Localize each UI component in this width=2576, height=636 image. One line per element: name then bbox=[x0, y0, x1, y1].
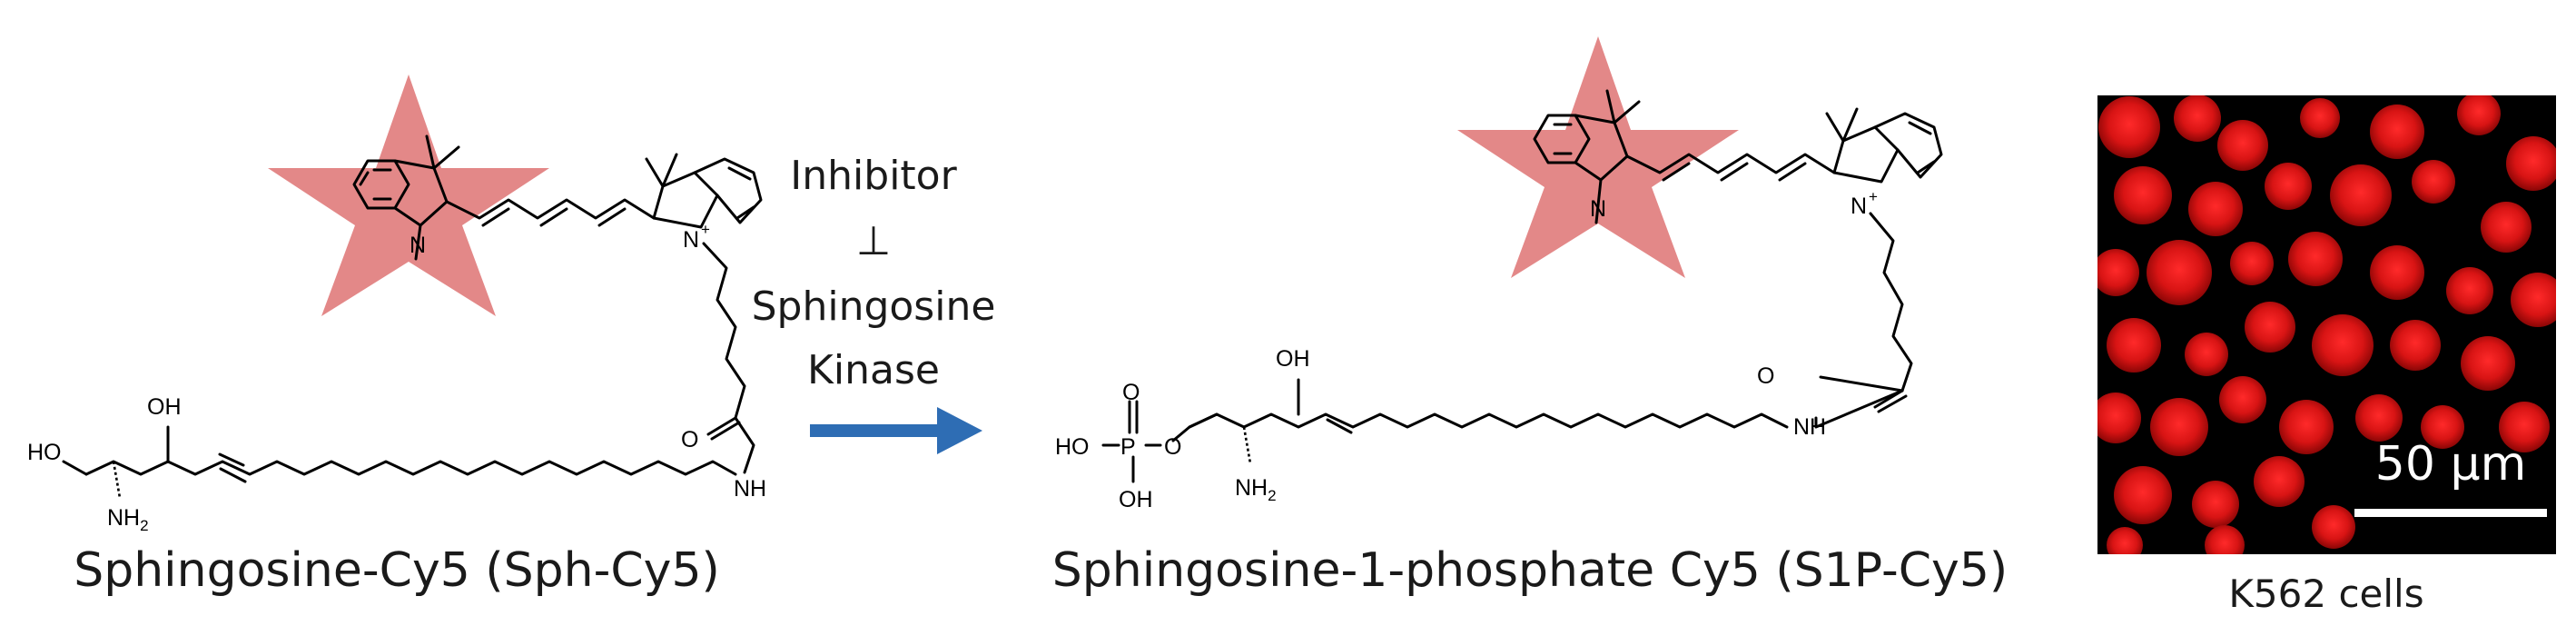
cell-28 bbox=[2150, 398, 2208, 456]
inhibition-symbol: ⊥ bbox=[856, 218, 891, 264]
atom-oh-left: OH bbox=[147, 394, 182, 420]
atom-n-left: N bbox=[410, 233, 426, 258]
cell-18 bbox=[2370, 245, 2424, 300]
caption-k562-cells: K562 cells bbox=[2228, 571, 2423, 616]
atom-o-phosphoryl: O bbox=[1122, 380, 1140, 405]
cell-layer bbox=[2097, 95, 2556, 554]
atom-nh2-left: NH2 bbox=[107, 505, 149, 534]
atom-o-left: O bbox=[681, 427, 698, 452]
atom-nh-left: NH bbox=[734, 476, 766, 502]
cell-29 bbox=[2219, 376, 2266, 423]
cell-14 bbox=[2097, 249, 2139, 296]
reaction-arrow-head bbox=[937, 407, 982, 454]
reaction-conditions: Inhibitor ⊥ Sphingosine Kinase bbox=[752, 153, 996, 454]
atom-ho-left: HO bbox=[27, 440, 62, 465]
cell-19 bbox=[2446, 267, 2493, 314]
pentyl-linker-middle bbox=[1869, 212, 1913, 393]
atom-oh-middle: OH bbox=[1276, 346, 1310, 372]
cell-36 bbox=[2254, 456, 2305, 507]
cell-38 bbox=[2205, 525, 2245, 554]
polymethine-chain-middle bbox=[1625, 153, 1836, 182]
cell-11 bbox=[2330, 164, 2392, 226]
atom-ho-p: HO bbox=[1055, 434, 1090, 460]
cell-1 bbox=[2098, 96, 2160, 158]
cell-37 bbox=[2312, 505, 2355, 549]
cell-25 bbox=[2390, 320, 2441, 371]
cell-30 bbox=[2279, 400, 2334, 454]
cell-12 bbox=[2412, 160, 2455, 204]
atom-o-ester: O bbox=[1164, 434, 1181, 460]
cell-35 bbox=[2192, 481, 2239, 528]
charge-plus-left: + bbox=[701, 221, 710, 238]
reaction-line-sphingosine: Sphingosine bbox=[752, 283, 996, 330]
atom-nh-middle: NH bbox=[1793, 414, 1826, 440]
cell-20 bbox=[2511, 273, 2556, 327]
cell-3 bbox=[2217, 120, 2268, 171]
right-indolium-ring bbox=[652, 171, 719, 229]
fluorophore-star-middle bbox=[1457, 36, 1739, 278]
caption-sph-cy5: Sphingosine-Cy5 (Sph-Cy5) bbox=[74, 543, 720, 598]
cell-33 bbox=[2499, 402, 2550, 452]
cell-10 bbox=[2265, 163, 2312, 210]
reaction-line-kinase: Kinase bbox=[807, 347, 940, 393]
polymethine-chain-left bbox=[445, 198, 656, 227]
cell-6 bbox=[2457, 95, 2501, 135]
atom-n-plus-left: N bbox=[683, 227, 699, 253]
cell-34 bbox=[2114, 466, 2172, 524]
cell-22 bbox=[2185, 333, 2228, 376]
caption-s1p-cy5: Sphingosine-1-phosphate Cy5 (S1P-Cy5) bbox=[1052, 543, 2008, 598]
reaction-line-inhibitor: Inhibitor bbox=[790, 153, 957, 199]
fluorophore-star-left bbox=[268, 75, 549, 316]
atom-nh2-middle: NH2 bbox=[1235, 475, 1277, 504]
atom-p: P bbox=[1120, 434, 1136, 460]
cell-17 bbox=[2288, 232, 2343, 286]
cell-2 bbox=[2174, 95, 2221, 142]
k562-micrograph: 50 μm bbox=[2097, 95, 2556, 554]
atom-oh-p: OH bbox=[1119, 487, 1153, 512]
atom-n-middle: N bbox=[1590, 196, 1606, 222]
cell-27 bbox=[2097, 393, 2141, 443]
cell-21 bbox=[2107, 318, 2161, 373]
cell-13 bbox=[2481, 202, 2532, 253]
cell-23 bbox=[2245, 302, 2295, 353]
scale-bar bbox=[2354, 509, 2547, 517]
charge-plus-middle: + bbox=[1869, 188, 1878, 205]
sphingosine-chain-left bbox=[84, 460, 737, 476]
cell-9 bbox=[2188, 182, 2243, 236]
scale-bar-label: 50 μm bbox=[2375, 437, 2526, 492]
middle-indolium-ring bbox=[1832, 125, 1900, 184]
cell-4 bbox=[2300, 98, 2340, 138]
pentyl-linker-left bbox=[702, 242, 746, 420]
cell-24 bbox=[2312, 314, 2374, 376]
s1p-cy5-structure: N N + O NH OH NH2 O P O HO OH bbox=[1055, 36, 1943, 512]
cell-15 bbox=[2147, 240, 2212, 305]
cell-8 bbox=[2114, 166, 2172, 224]
atom-o-middle: O bbox=[1757, 363, 1774, 389]
cell-26 bbox=[2461, 336, 2515, 391]
cell-16 bbox=[2230, 242, 2274, 285]
cell-39 bbox=[2107, 527, 2143, 554]
cell-32 bbox=[2421, 405, 2464, 449]
cell-31 bbox=[2355, 394, 2403, 442]
sph-cy5-structure: N N + O NH OH NH2 HO bbox=[27, 75, 766, 534]
cell-7 bbox=[2506, 136, 2556, 191]
sphingosine-chain-middle bbox=[1188, 412, 1789, 429]
cell-5 bbox=[2370, 104, 2424, 159]
atom-n-plus-middle: N bbox=[1851, 194, 1867, 219]
